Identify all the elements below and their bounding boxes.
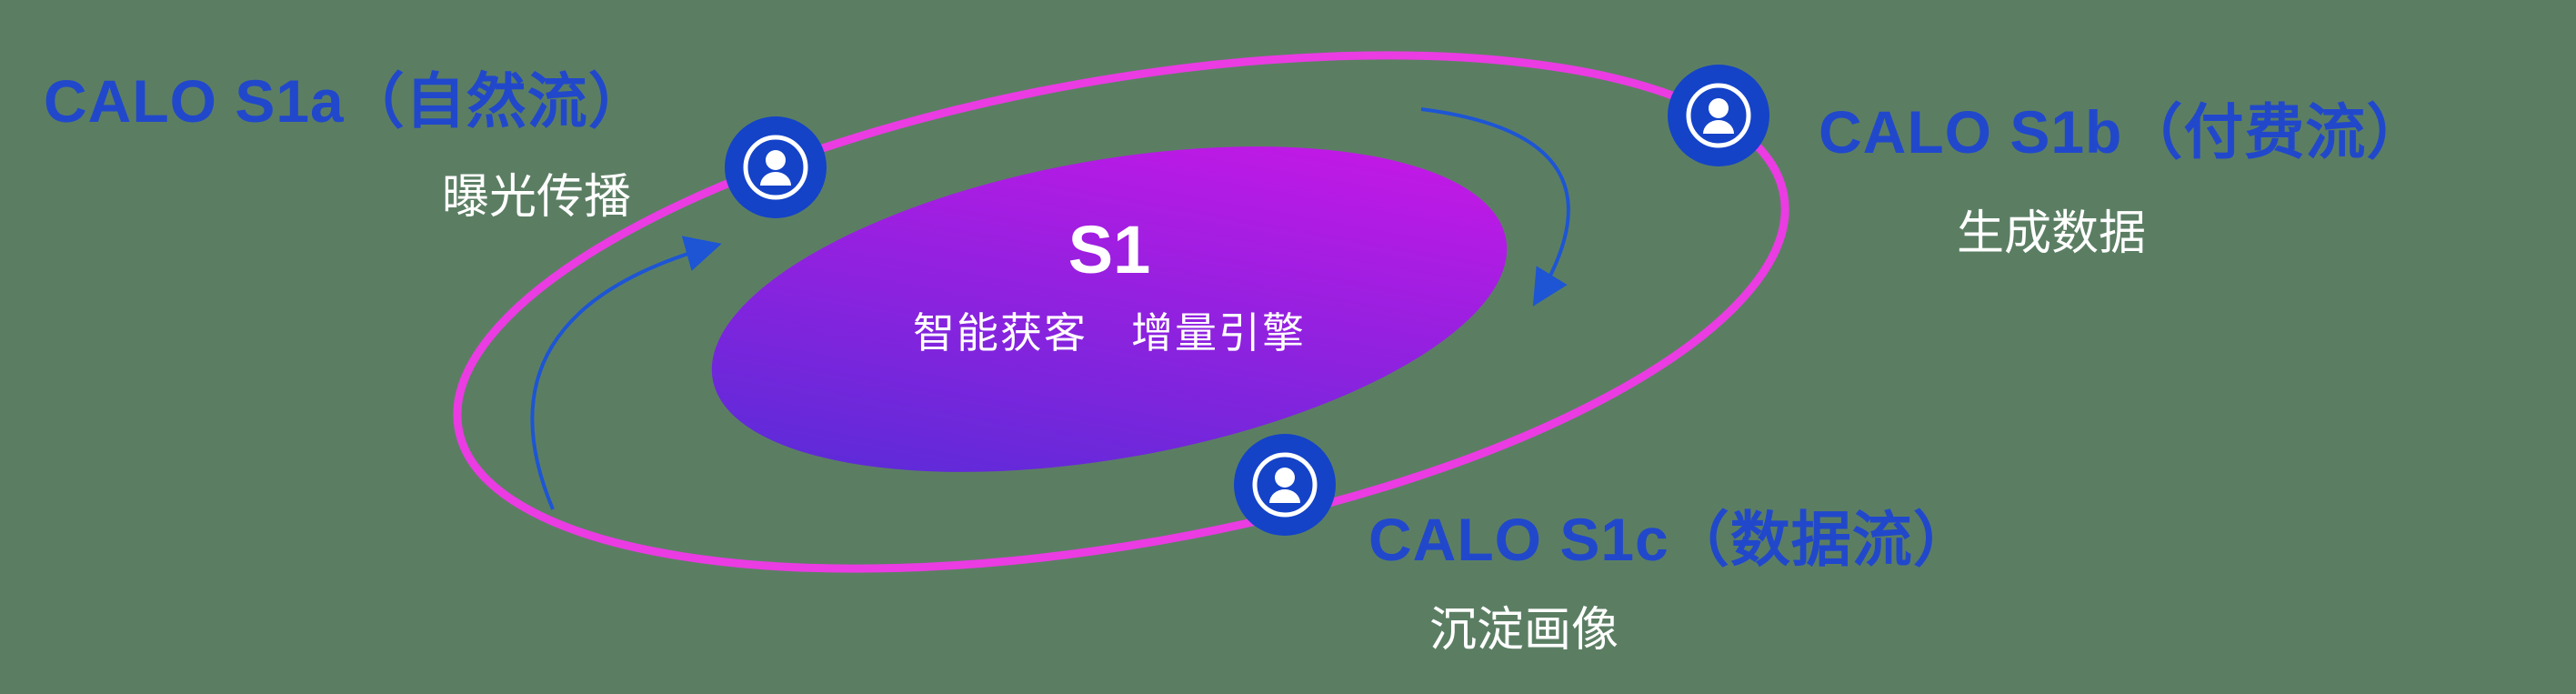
core-label-group: S1 智能获客 增量引擎	[837, 216, 1382, 360]
flow-arrow-right	[1420, 107, 1570, 307]
node-label-s1c: CALO S1c（数据流）	[1368, 506, 1974, 573]
node-sublabel-s1b: 生成数据	[1957, 207, 2147, 260]
flow-arrow-left	[530, 236, 722, 510]
orbit-ring	[453, 51, 1789, 573]
user-icon	[1234, 434, 1336, 536]
core-subtitle: 智能获客 增量引擎	[913, 309, 1306, 357]
node-sublabel-s1a: 曝光传播	[442, 171, 632, 224]
user-icon	[1668, 65, 1769, 166]
core-ellipse	[711, 146, 1508, 472]
user-icon	[725, 116, 827, 218]
node-label-s1a: CALO S1a（自然流）	[44, 67, 649, 135]
node-sublabel-s1c: 沉淀画像	[1429, 604, 1619, 657]
node-label-s1b: CALO S1b（付费流）	[1819, 98, 2428, 166]
core-title: S1	[1067, 212, 1151, 287]
